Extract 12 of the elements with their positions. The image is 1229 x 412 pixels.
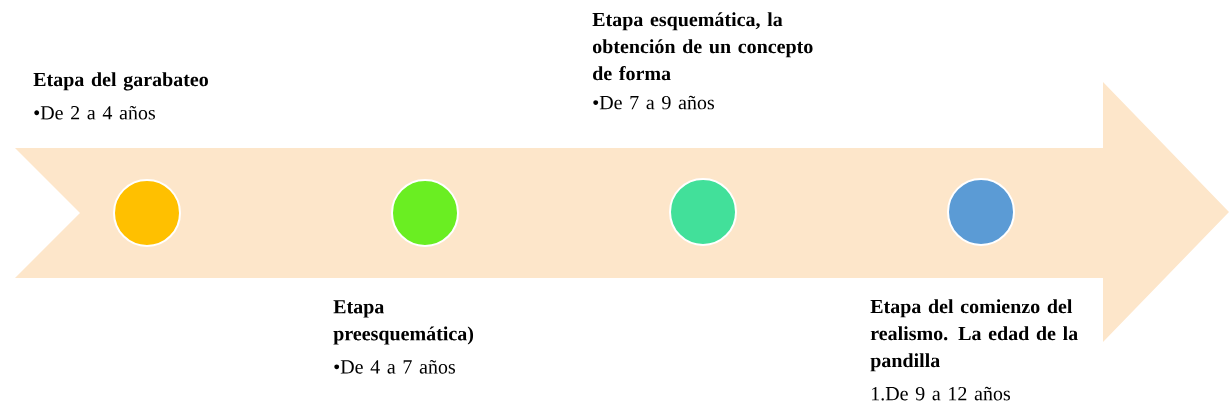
stage-circle [669, 178, 737, 246]
stage-circle [113, 179, 181, 247]
stage-heading: Etapa esquemática, la obtención de un concepto de forma [592, 12, 813, 81]
stage-heading: Etapa del garabateo [33, 72, 208, 91]
age-range-text: •De 7 a 9 años [593, 95, 714, 110]
stage-heading: Etapa del comienzo del realismo. La edad de la pandilla [870, 299, 1078, 372]
age-range-text: 1.De 9 a 12 años [872, 386, 1010, 401]
age-range-text: •De 2 a 4 años [34, 105, 155, 120]
stage-circle [947, 178, 1015, 246]
age-range-text: •De 4 a 7 años [334, 359, 455, 374]
stage-heading: Etapa preesquemática) [333, 300, 474, 345]
stage-circle [391, 179, 459, 247]
